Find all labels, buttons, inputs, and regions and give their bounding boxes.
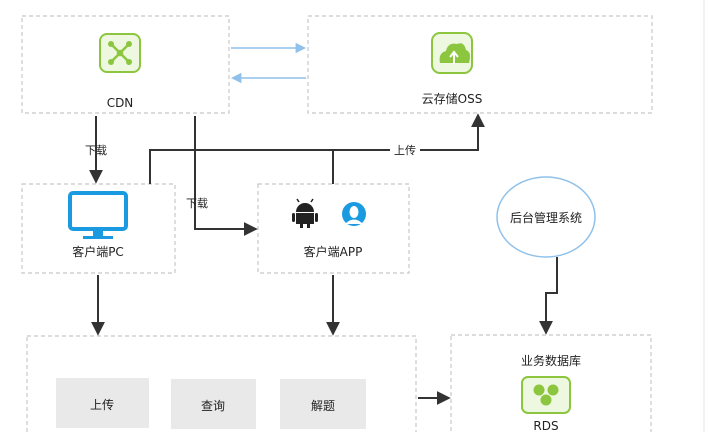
service-box — [26, 335, 417, 432]
pc-to-oss-arrow — [149, 113, 485, 184]
cdn-label: CDN — [107, 96, 134, 110]
android-icon — [292, 198, 318, 228]
admin-to-rds-arrow — [539, 257, 558, 335]
rds-node[interactable]: 业务数据库 RDS — [450, 334, 652, 432]
service-panel: 上传 查询 解题 — [26, 335, 417, 432]
cdn-to-app-arrow — [194, 116, 258, 236]
app-box — [257, 183, 410, 274]
rds-title: 业务数据库 — [521, 353, 581, 368]
monitor-icon — [68, 191, 128, 239]
admin-ellipse — [496, 176, 596, 258]
oss-label: 云存储OSS — [422, 91, 483, 106]
pc-box — [21, 183, 176, 274]
query-button[interactable]: 查询 — [171, 379, 256, 429]
query-button-label: 查询 — [201, 399, 225, 413]
oss-box — [307, 15, 653, 114]
cdn-box — [21, 15, 230, 114]
cdn-to-pc-label: 下载 — [85, 144, 107, 157]
upload-label-bg — [390, 142, 420, 157]
admin-node[interactable]: 后台管理系统 — [496, 176, 596, 258]
cdn-to-app-label: 下载 — [186, 197, 208, 210]
ios-user-icon — [342, 202, 366, 226]
app-node[interactable]: 客户端APP — [257, 183, 410, 274]
oss-node[interactable]: 云存储OSS — [307, 15, 653, 114]
pc-node[interactable]: 客户端PC — [21, 183, 176, 274]
cdn-node[interactable]: CDN — [21, 15, 230, 114]
rds-label: RDS — [533, 419, 558, 432]
network-icon — [99, 33, 141, 73]
pc-label: 客户端PC — [72, 244, 124, 259]
to-oss-label: 上传 — [394, 144, 416, 157]
database-icon — [521, 376, 571, 414]
solve-button[interactable]: 解题 — [280, 379, 366, 429]
solve-button-label: 解题 — [311, 399, 335, 413]
upload-button-label: 上传 — [90, 397, 114, 412]
rds-box — [450, 334, 652, 432]
cloud-upload-icon — [431, 32, 473, 74]
admin-label: 后台管理系统 — [510, 210, 582, 225]
app-label: 客户端APP — [304, 244, 363, 259]
upload-button[interactable]: 上传 — [56, 378, 149, 428]
